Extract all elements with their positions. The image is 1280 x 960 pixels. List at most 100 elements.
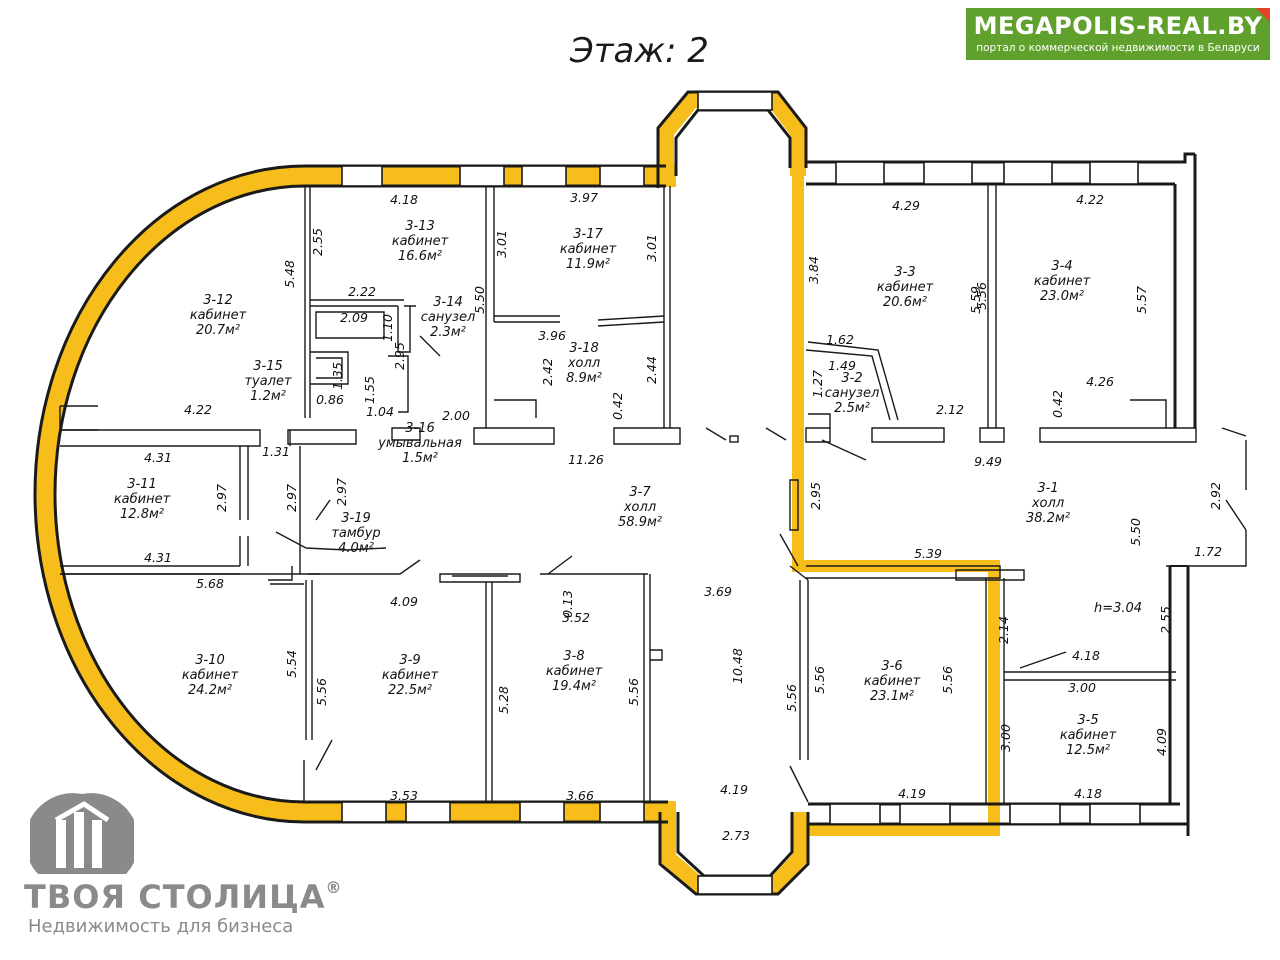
dimension-label: 2.22 [348,284,376,299]
dimension-label: 1.10 [380,314,395,342]
dimension-label: 4.31 [144,450,172,465]
dimension-label: 0.86 [316,392,344,407]
dimension-label: 9.49 [974,454,1002,469]
dimension-label: 0.42 [1050,390,1065,418]
dimension-label: 5.68 [196,576,224,591]
dimension-label: 0.13 [560,590,575,618]
dimension-label: 3.01 [644,234,659,262]
dimension-label: 2.97 [214,484,229,512]
dimension-label: 5.50 [472,286,487,314]
dimension-label: 1.62 [826,332,854,347]
dimension-label: 5.56 [974,282,989,310]
dimension-label: 2.55 [1158,606,1173,634]
dimension-label: 4.22 [1076,192,1104,207]
dimension-label: 4.18 [1072,648,1100,663]
dimension-label: 5.28 [496,686,511,714]
dimension-label: 1.27 [810,370,825,398]
dimension-label: 4.09 [1154,728,1169,756]
brand-name-text: ТВОЯ СТОЛИЦА [24,878,326,916]
dimension-label: 5.59 [968,286,983,314]
dimension-label: 5.56 [314,678,329,706]
highlighted-walls [34,92,1000,894]
dimension-label: 4.19 [720,782,748,797]
dimension-label: 2.97 [334,478,349,506]
dimension-label: 3.00 [1068,680,1096,695]
dimension-label: 3.84 [806,256,821,284]
dimension-label: 2.95 [392,342,407,370]
dimension-label: 4.29 [892,198,920,213]
dimension-label: 2.09 [340,310,368,325]
dimension-label: 3.00 [998,724,1013,752]
dimension-label: 5.56 [784,684,799,712]
dimension-label: 4.09 [390,594,418,609]
dimension-label: 1.31 [262,444,290,459]
dimension-label: 1.55 [362,376,377,404]
dimension-label: 2.97 [284,484,299,512]
floor-title: Этаж: 2 [569,31,709,71]
partitions [59,184,1247,804]
dimension-label: 2.55 [310,228,325,256]
dimension-label: 4.18 [390,192,418,207]
brand-tagline: Недвижимость для бизнеса [28,916,294,937]
dimension-label: 5.56 [626,678,641,706]
brand-registered-mark: ® [325,878,343,897]
megapolis-badge[interactable]: MEGAPOLIS-REAL.BY портал о коммерческой … [966,8,1270,60]
dimension-label: 5.54 [284,650,299,678]
dimension-label: 4.26 [1086,374,1114,389]
badge-name: MEGAPOLIS-REAL.BY [973,12,1263,40]
dimension-label: 1.72 [1194,544,1222,559]
dimension-label: 5.39 [914,546,942,561]
dimension-label: 4.22 [184,402,212,417]
walls [33,90,1197,896]
building-logo-icon [30,793,134,874]
windows [341,91,1141,895]
brand-name: ТВОЯ СТОЛИЦА® [24,878,343,916]
dimension-label: 4.19 [898,786,926,801]
dimension-label: 4.18 [1074,786,1102,801]
dimension-label: 2.12 [936,402,964,417]
ceiling-height-note: h=3.04 [1094,601,1142,616]
dimension-label: 4.31 [144,550,172,565]
dimension-label: 2.44 [644,356,659,384]
dimension-label: 5.56 [940,666,955,694]
dimension-label: 2.00 [442,408,470,423]
dimension-label: 5.48 [282,260,297,288]
dimension-label: 5.50 [1128,518,1143,546]
dimension-label: 1.04 [366,404,394,419]
dimension-label: 2.73 [722,828,750,843]
dimension-label: 10.48 [730,648,745,684]
badge-tagline: портал о коммерческой недвижимости в Бел… [976,42,1260,54]
dimension-label: 5.57 [1134,286,1149,314]
dimension-label: 3.52 [562,610,590,625]
dimension-label: 3.96 [538,328,566,343]
dimension-label: 1.35 [330,362,345,390]
dimension-labels: 4.18 3.97 4.29 4.22 2.55 5.48 2.22 2.09 1.10 5.50… [144,190,1223,843]
dimension-label: 3.97 [570,190,598,205]
dimension-label: 3.01 [494,230,509,258]
dimension-label: 3.69 [704,584,732,599]
brand-watermark: ТВОЯ СТОЛИЦА® Недвижимость для бизнеса [24,790,384,940]
badge-corner [1256,8,1270,22]
dimension-label: 2.14 [996,616,1011,644]
dimension-label: 2.92 [1208,482,1223,510]
dimension-label: 2.95 [808,482,823,510]
